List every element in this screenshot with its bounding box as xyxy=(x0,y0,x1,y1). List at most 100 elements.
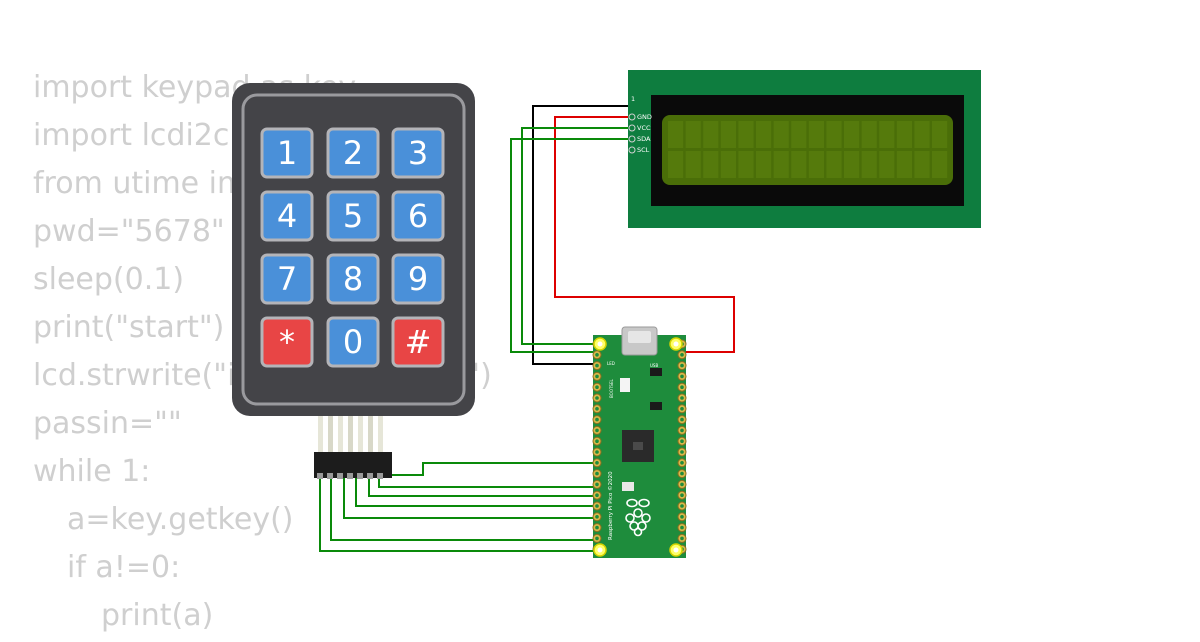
keypad-key-label: 3 xyxy=(408,134,428,172)
lcd-char-cell xyxy=(861,121,877,148)
gpio-pin-hole xyxy=(680,536,684,541)
keypad-key[interactable]: * xyxy=(260,316,314,368)
lcd-pin-label: VCC xyxy=(637,124,651,132)
keypad-key[interactable]: 4 xyxy=(260,190,314,242)
gpio-pin-hole xyxy=(595,439,599,444)
hole-centers xyxy=(597,341,679,553)
keypad-ribbon xyxy=(314,416,392,479)
keypad-key[interactable]: 6 xyxy=(391,190,445,242)
pico-component xyxy=(650,368,662,376)
keypad-key-label: 1 xyxy=(277,134,297,172)
ribbon-strand xyxy=(368,416,373,452)
gpio-pin-hole xyxy=(680,515,684,519)
lcd-char-cell xyxy=(773,151,789,178)
keypad-key[interactable]: 1 xyxy=(260,127,314,179)
gpio-pin-hole xyxy=(595,504,599,508)
gpio-pin-hole xyxy=(680,428,684,433)
gpio-pin-hole xyxy=(680,493,684,498)
lcd-char-cell xyxy=(791,121,807,148)
keypad-key[interactable]: 7 xyxy=(260,253,314,305)
lcd-char-cell xyxy=(703,121,719,148)
code-line: a=key.getkey() xyxy=(67,502,294,537)
keypad-key-cap xyxy=(391,190,445,242)
lcd-char-cell xyxy=(844,151,860,178)
keypad-key-cap xyxy=(391,316,445,368)
lcd-char-cell xyxy=(685,121,701,148)
keypad-key-label: 9 xyxy=(408,260,428,298)
gpio-pin-hole xyxy=(595,536,599,541)
keypad-key[interactable]: 8 xyxy=(326,253,380,305)
gpio-pin-hole xyxy=(595,515,599,519)
keypad-key-label: 2 xyxy=(343,134,363,172)
lcd-char-cell xyxy=(791,151,807,178)
wire xyxy=(510,138,636,353)
keypad-key[interactable]: 2 xyxy=(326,127,380,179)
code-line: print(a) xyxy=(101,598,214,633)
lcd-char-cell xyxy=(896,151,912,178)
ribbon-strand xyxy=(348,416,353,452)
pico-component xyxy=(650,402,662,410)
wire xyxy=(554,116,735,353)
gpio-pin-hole xyxy=(595,417,599,422)
gpio-pin-hole xyxy=(680,353,684,357)
lcd-char-cell xyxy=(844,121,860,148)
keypad-key-label: * xyxy=(279,323,295,361)
gpio-pin-hole xyxy=(595,525,599,530)
code-line: pwd="5678" xyxy=(33,214,225,249)
lcd-char-cell xyxy=(756,121,772,148)
raspberry-pi-pico[interactable]: USB LED BOOTSEL Raspberry Pi Pico ©2020 xyxy=(592,326,687,558)
lcd-char-cell xyxy=(896,121,912,148)
keypad-key-cap xyxy=(260,253,314,305)
usb-label: USB xyxy=(650,363,658,368)
keypad-key-cap xyxy=(391,253,445,305)
ribbon-strand xyxy=(378,416,383,452)
keypad-key-cap xyxy=(326,190,380,242)
keypad-key[interactable]: 9 xyxy=(391,253,445,305)
code-line: import lcdi2c xyxy=(33,118,230,153)
keypad-key[interactable]: # xyxy=(391,316,445,368)
lcd-char-cell xyxy=(685,151,701,178)
raspberry-pi-logo-icon xyxy=(625,498,651,537)
gpio-pin-hole xyxy=(680,471,684,476)
keypad-key-label: 5 xyxy=(343,197,363,235)
lcd-char-cell xyxy=(703,151,719,178)
gpio-pin-hole xyxy=(595,461,599,465)
keypad-key-cap xyxy=(260,127,314,179)
lcd-char-cell xyxy=(668,121,684,148)
lcd-char-cell xyxy=(826,151,842,178)
keypad-key[interactable]: 3 xyxy=(391,127,445,179)
usb-port-icon xyxy=(628,331,651,343)
pico-gpio-pins xyxy=(592,339,687,554)
keypad-key-cap xyxy=(391,127,445,179)
wire xyxy=(521,127,636,345)
led-label: LED xyxy=(607,361,615,366)
gpio-pin-hole xyxy=(680,461,684,465)
lcd-pin-label: 1 xyxy=(631,95,635,103)
wire xyxy=(389,462,597,476)
lcd-pin-label: SCL xyxy=(637,146,650,154)
keypad-key[interactable]: 5 xyxy=(326,190,380,242)
bootsel-button[interactable] xyxy=(620,378,630,392)
chip-die-mark xyxy=(633,442,643,450)
gpio-pin-hole xyxy=(680,407,684,411)
ribbon-strand xyxy=(338,416,343,452)
header-pin xyxy=(347,473,353,479)
keypad-key-label: 7 xyxy=(277,260,297,298)
lcd-pin xyxy=(628,146,636,154)
pico-board-label: Raspberry Pi Pico ©2020 xyxy=(607,471,614,540)
gpio-pin-hole xyxy=(595,493,599,498)
lcd-char-cell xyxy=(668,151,684,178)
code-line: sleep(0.1) xyxy=(33,262,185,297)
lcd-char-cell xyxy=(808,121,824,148)
keypad-key-label: 8 xyxy=(343,260,363,298)
lcd-char-cell xyxy=(879,151,895,178)
lcd-char-cell xyxy=(738,121,754,148)
keypad-key[interactable]: 0 xyxy=(326,316,380,368)
wire xyxy=(343,476,597,519)
lcd-char-cell xyxy=(879,121,895,148)
header-pin xyxy=(317,473,323,479)
lcd-char-cell xyxy=(720,121,736,148)
